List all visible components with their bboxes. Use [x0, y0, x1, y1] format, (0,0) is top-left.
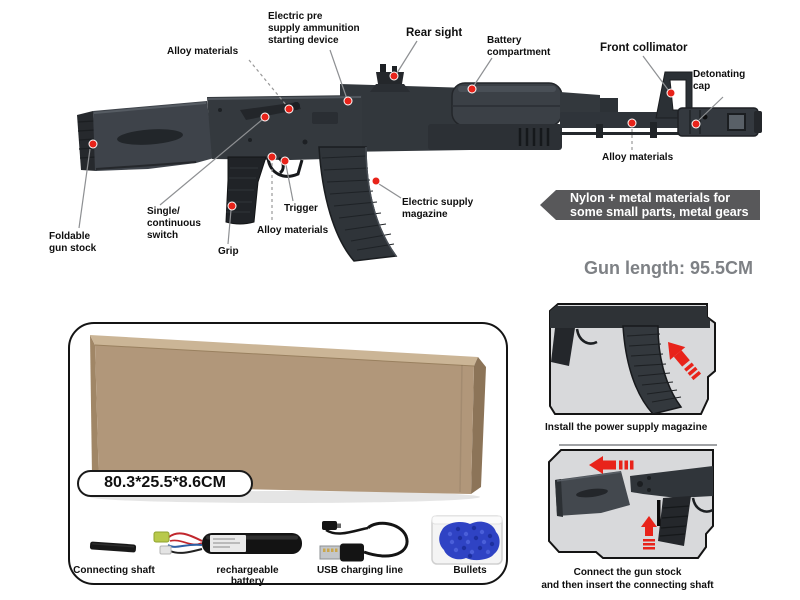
rifle-illustration: [77, 40, 762, 262]
rechargeable-battery-image: [153, 531, 302, 555]
callout-label-foldable-gun-stock: Foldable gun stock: [49, 231, 97, 254]
accessory-label-connecting-shaft: Connecting shaft: [73, 565, 155, 576]
callout-label-alloy-materials-upper: Alloy materials: [167, 46, 239, 57]
callout-label-electric-supply-magazine: Electric supply magazine: [402, 197, 474, 220]
package-panel: 80.3*25.5*8.6CM Connecting shaft recharg…: [68, 322, 508, 587]
instruction-caption-install-magazine: Install the power supply magazine: [545, 422, 708, 433]
box-dimensions-label: 80.3*25.5*8.6CM: [77, 470, 253, 497]
instruction-caption-connect-stock: Connect the gun stock and then insert th…: [541, 567, 714, 591]
callout-label-alloy-materials-lower: Alloy materials: [257, 225, 329, 236]
connecting-shaft-image: [89, 541, 137, 553]
red-arrow-up: [641, 516, 657, 550]
gun-length-text: Gun length: 95.5CM: [584, 258, 754, 278]
callout-label-detonating-cap: Detonating cap: [693, 69, 746, 92]
callout-label-trigger: Trigger: [284, 203, 318, 214]
callout-dots: [88, 71, 701, 211]
install-magazine-drawing: [550, 306, 710, 414]
red-arrow-up-left: [668, 342, 702, 381]
materials-banner-text: Nylon + metal materials for some small p…: [570, 190, 749, 219]
accessory-label-bullets: Bullets: [453, 565, 487, 576]
rifle-body: [77, 64, 762, 262]
usb-charging-line-image: [319, 521, 409, 562]
callout-leader-lines: [78, 40, 724, 245]
callout-label-single-continuous-switch: Single/ continuous switch: [147, 206, 201, 241]
instruction-panel-connect-stock: [548, 449, 714, 559]
connecting-shaft-rod: [657, 500, 661, 526]
bullets-bag-image: [431, 515, 503, 565]
accessory-label-rechargeable-battery: rechargeable battery: [216, 565, 279, 587]
package-contents-illustration: [89, 335, 503, 565]
callout-label-front-collimator: Front collimator: [600, 42, 688, 54]
callout-label-battery-compartment: Battery compartment: [487, 35, 551, 58]
instruction-divider: [559, 444, 717, 446]
connect-stock-drawing: [555, 456, 713, 550]
callout-label-alloy-materials-barrel: Alloy materials: [602, 152, 674, 163]
callout-label-rear-sight: Rear sight: [406, 27, 463, 39]
callout-label-grip: Grip: [218, 246, 239, 257]
instruction-panel-install-magazine: [549, 303, 716, 415]
materials-banner: Nylon + metal materials for some small p…: [540, 190, 760, 220]
callout-label-electric-pre-supply: Electric pre supply ammunition starting …: [268, 11, 360, 46]
accessory-label-usb-charging-line: USB charging line: [316, 565, 404, 576]
red-arrow-left: [589, 456, 634, 474]
